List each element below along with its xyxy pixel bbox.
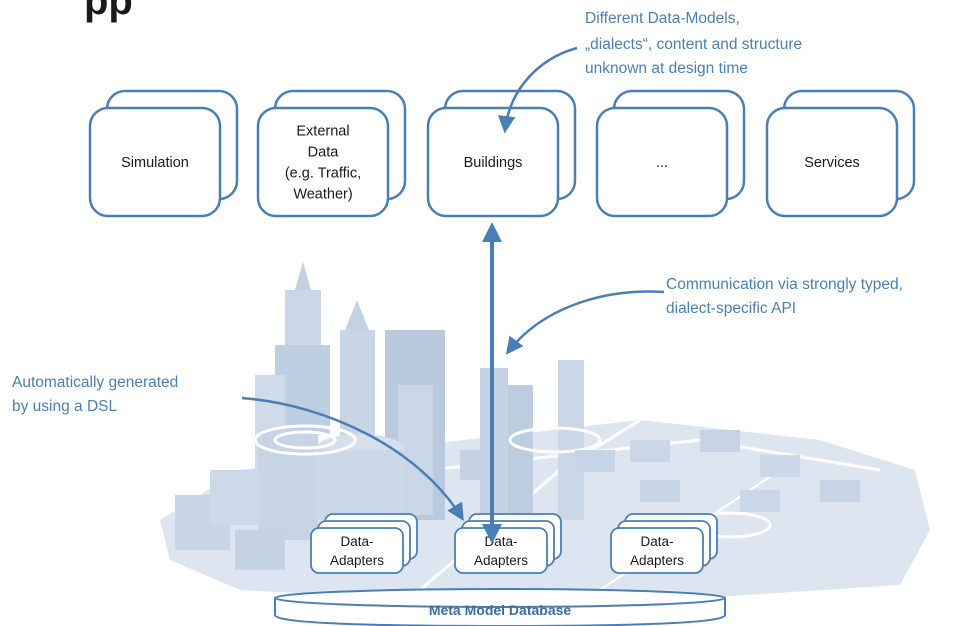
adapter-stack: Data-Adapters [610,513,718,574]
source-box: Simulation [88,89,239,218]
source-label: Buildings [464,155,523,171]
communication-arrow [505,290,665,355]
source-label: Services [804,155,860,171]
source-box: Buildings [426,89,577,218]
data-adapters: Data-Adapters Data-Adapters Data-Adapters [310,513,718,574]
title-fragment: pp [84,0,133,23]
adapter-front-layer [610,527,704,574]
box-front-layer [426,106,560,218]
database-label: Meta Model Database [429,602,572,618]
box-front-layer [595,106,729,218]
annotation-data-models: Different Data-Models, „dialects“, conte… [585,10,806,77]
adapter-label: Data-Adapters [330,534,384,568]
source-label: ... [656,155,668,171]
adapter-stack: Data-Adapters [454,513,562,574]
source-label: Simulation [121,155,189,171]
source-box: ... [595,89,746,218]
data-models-arrow [497,46,578,134]
box-front-layer [765,106,899,218]
meta-model-database: Meta Model Database [274,588,726,626]
source-box: Services [765,89,916,218]
box-front-layer [88,106,222,218]
annotation-communication: Communication via strongly typed, dialec… [666,276,907,317]
dsl-arrow [241,396,464,521]
adapter-label: Data-Adapters [630,534,684,568]
annotation-generated: Automatically generated by using a DSL [12,374,183,415]
adapter-front-layer [310,527,404,574]
adapter-stack: Data-Adapters [310,513,418,574]
box-front-layer [256,106,390,218]
